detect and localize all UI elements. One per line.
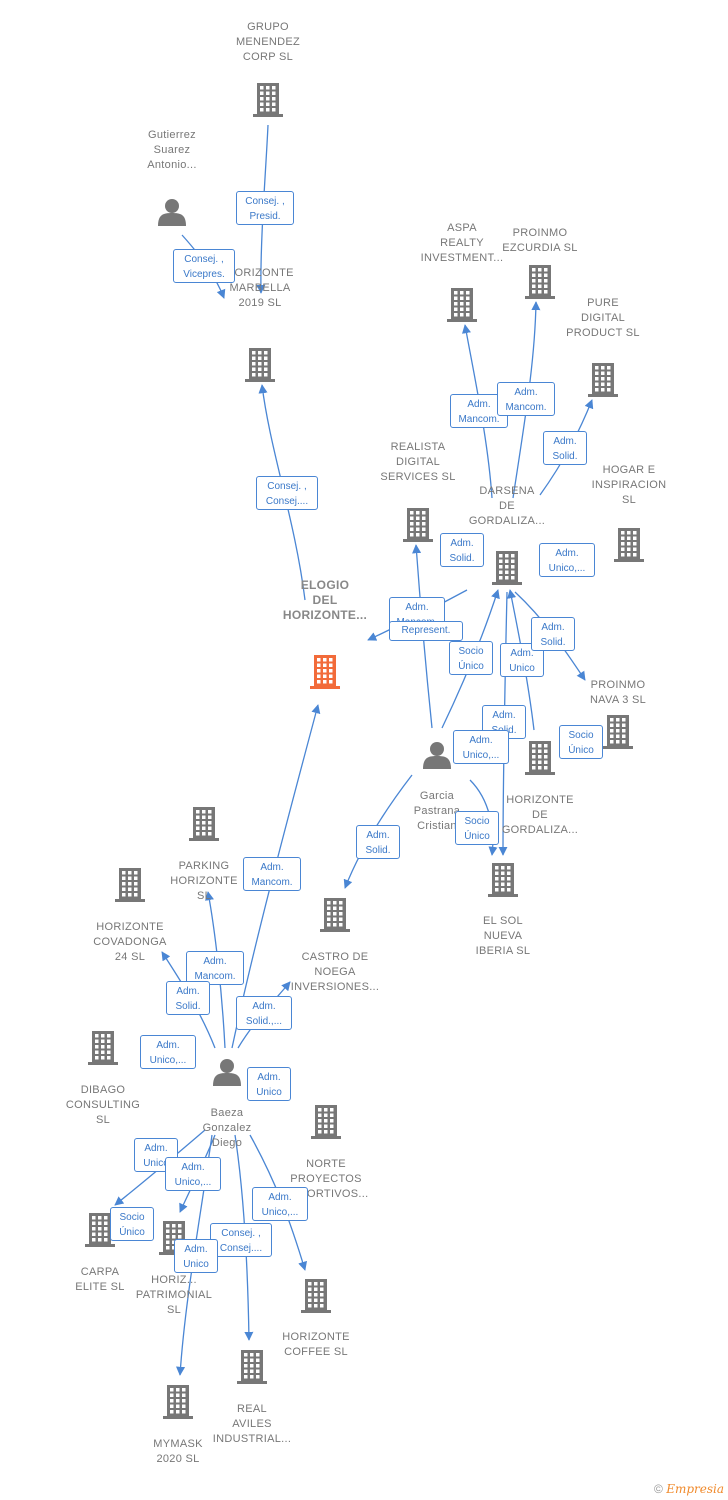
node-label-covadonga[interactable]: HORIZONTE COVADONGA 24 SL bbox=[93, 921, 167, 963]
node-label-aspa[interactable]: ASPA REALTY INVESTMENT... bbox=[420, 222, 504, 264]
edge-relation-label[interactable]: Represent. bbox=[389, 621, 463, 641]
company-icon[interactable] bbox=[237, 1350, 267, 1384]
edge-relation-label[interactable]: Adm. Unico bbox=[500, 643, 544, 677]
edge-relation-label[interactable]: Adm. Solid. bbox=[166, 981, 210, 1015]
node-label-carpa[interactable]: CARPA ELITE SL bbox=[75, 1266, 125, 1293]
company-icon[interactable] bbox=[525, 741, 555, 775]
company-icon[interactable] bbox=[488, 863, 518, 897]
edge-relation-label[interactable]: Consej. , Consej.... bbox=[256, 476, 318, 510]
company-icon[interactable] bbox=[603, 715, 633, 749]
company-icon[interactable] bbox=[492, 551, 522, 585]
edge-relation-label[interactable]: Socio Único bbox=[110, 1207, 154, 1241]
node-label-dibago[interactable]: DIBAGO CONSULTING SL bbox=[65, 1084, 141, 1126]
node-label-pure-digital[interactable]: PURE DIGITAL PRODUCT SL bbox=[566, 297, 640, 339]
person-icon[interactable] bbox=[158, 199, 186, 226]
company-icon[interactable] bbox=[447, 288, 477, 322]
company-icon[interactable] bbox=[163, 1385, 193, 1419]
person-icon[interactable] bbox=[213, 1059, 241, 1086]
edge-relation-label[interactable]: Adm. Unico,... bbox=[252, 1187, 308, 1221]
company-icon[interactable] bbox=[403, 508, 433, 542]
edge-relation-label[interactable]: Adm. Solid. bbox=[440, 533, 484, 567]
node-label-mymask[interactable]: MYMASK 2020 SL bbox=[153, 1438, 203, 1465]
company-icon[interactable] bbox=[320, 898, 350, 932]
edge-relation-label[interactable]: Adm. Solid. bbox=[531, 617, 575, 651]
edge-relation-label[interactable]: Consej. , Presid. bbox=[236, 191, 294, 225]
node-label-parking[interactable]: PARKING HORIZONTE SL bbox=[170, 860, 238, 902]
edge-relation-label[interactable]: Adm. Mancom. bbox=[450, 394, 508, 428]
edge-relation-label[interactable]: Socio Único bbox=[449, 641, 493, 675]
node-label-castro[interactable]: CASTRO DE NOEGA INVERSIONES... bbox=[290, 951, 380, 993]
company-icon[interactable] bbox=[245, 348, 275, 382]
edge-relation-label[interactable]: Adm. Solid. bbox=[543, 431, 587, 465]
node-label-realista[interactable]: REALISTA DIGITAL SERVICES SL bbox=[380, 441, 456, 483]
node-label-gutierrez[interactable]: Gutierrez Suarez Antonio... bbox=[147, 129, 197, 171]
edge-relation-label[interactable]: Socio Único bbox=[455, 811, 499, 845]
node-label-proinmo-ezcurdia[interactable]: PROINMO EZCURDIA SL bbox=[502, 227, 578, 254]
node-label-darsena[interactable]: DARSENA DE GORDALIZA... bbox=[468, 485, 546, 527]
node-label-proinmo-nava[interactable]: PROINMO NAVA 3 SL bbox=[589, 679, 647, 706]
edge-relation-label[interactable]: Consej. , Vicepres. bbox=[173, 249, 235, 283]
edge-relation-label[interactable]: Adm. Mancom. bbox=[186, 951, 244, 985]
edge-relation-label[interactable]: Adm. Mancom. bbox=[497, 382, 555, 416]
edge-relation-label[interactable]: Adm. Unico,... bbox=[453, 730, 509, 764]
footer-credit: © Empresia bbox=[654, 1482, 724, 1496]
node-label-elogio[interactable]: ELOGIO DEL HORIZONTE... bbox=[282, 578, 368, 622]
node-label-real-aviles[interactable]: REAL AVILES INDUSTRIAL... bbox=[212, 1403, 292, 1445]
node-label-horiz-patrimonial[interactable]: HORIZ... PATRIMONIAL SL bbox=[135, 1274, 213, 1316]
company-icon[interactable] bbox=[253, 83, 283, 117]
company-icon[interactable] bbox=[311, 1105, 341, 1139]
node-label-horizonte-marbella[interactable]: HORIZONTE MARBELLA 2019 SL bbox=[226, 267, 294, 309]
edge-relation-label[interactable]: Adm. Unico,... bbox=[165, 1157, 221, 1191]
company-icon[interactable] bbox=[88, 1031, 118, 1065]
edge-relation-label[interactable]: Adm. Mancom. bbox=[243, 857, 301, 891]
company-icon[interactable] bbox=[525, 265, 555, 299]
node-label-el-sol[interactable]: EL SOL NUEVA IBERIA SL bbox=[475, 915, 531, 957]
node-label-baeza[interactable]: Baeza Gonzalez Diego bbox=[202, 1107, 252, 1149]
company-icon[interactable] bbox=[189, 807, 219, 841]
company-icon[interactable] bbox=[85, 1213, 115, 1247]
node-label-hogar[interactable]: HOGAR E INSPIRACION SL bbox=[591, 464, 667, 506]
edge-relation-label[interactable]: Consej. , Consej.... bbox=[210, 1223, 272, 1257]
edge-relation-label[interactable]: Adm. Solid.,... bbox=[236, 996, 292, 1030]
edge-relation-label[interactable]: Adm. Unico bbox=[174, 1239, 218, 1273]
copyright-symbol: © bbox=[654, 1482, 663, 1496]
edge-relation-label[interactable]: Adm. Unico,... bbox=[140, 1035, 196, 1069]
node-label-garcia[interactable]: Garcia Pastrana Cristian bbox=[413, 790, 461, 832]
company-icon[interactable] bbox=[614, 528, 644, 562]
edge-relation-label[interactable]: Adm. Solid. bbox=[356, 825, 400, 859]
node-label-coffee[interactable]: HORIZONTE COFFEE SL bbox=[282, 1331, 350, 1358]
company-icon[interactable] bbox=[301, 1279, 331, 1313]
node-label-grupo[interactable]: GRUPO MENENDEZ CORP SL bbox=[235, 21, 301, 63]
node-label-horizonte-gordaliza[interactable]: HORIZONTE DE GORDALIZA... bbox=[501, 794, 579, 836]
person-icon[interactable] bbox=[423, 742, 451, 769]
brand-logo: Empresia bbox=[666, 1482, 724, 1496]
edge-relation-label[interactable]: Adm. Unico bbox=[247, 1067, 291, 1101]
node-icons bbox=[85, 83, 644, 1419]
edge-relation-label[interactable]: Socio Único bbox=[559, 725, 603, 759]
focus-company-icon[interactable] bbox=[310, 655, 340, 689]
company-icon[interactable] bbox=[115, 868, 145, 902]
company-icon[interactable] bbox=[588, 363, 618, 397]
edge-relation-label[interactable]: Adm. Unico,... bbox=[539, 543, 595, 577]
